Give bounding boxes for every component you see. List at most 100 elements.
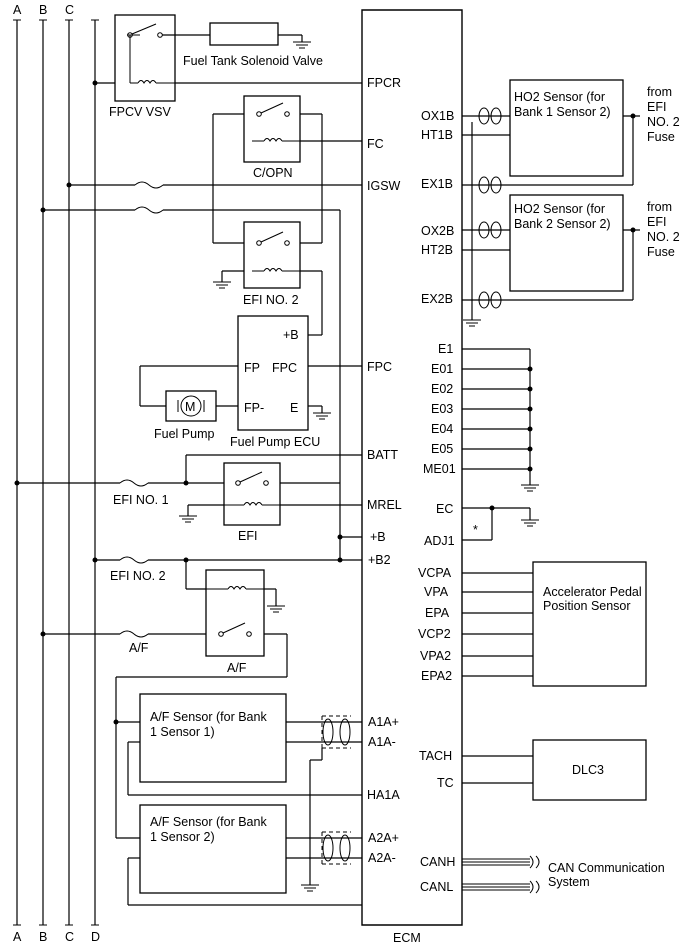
pin-canh: CANH [420,855,455,869]
pin-a2a-pos: A2A+ [368,831,399,845]
fp-ecu-pin-fp-neg: FP- [244,401,264,415]
fp-ecu-pin-e: E [290,401,298,415]
accel-sensor-label-line2: Position Sensor [543,599,631,613]
pin-epa: EPA [425,606,450,620]
motor-icon [180,395,202,417]
can-bus-wires [462,855,540,894]
pin-ox2b: OX2B [421,224,454,238]
pin-ec: EC [436,502,453,516]
ground-icon [293,41,311,49]
pin-ha1a: HA1A [367,788,400,802]
efi-relay [223,462,281,526]
fuse-icon [119,630,149,638]
pin-e1: E1 [438,342,453,356]
pin-fpcr: FPCR [367,76,401,90]
pin-epa2: EPA2 [421,669,452,683]
af-relay-label: A/F [227,661,247,675]
fuel-tank-valve-label: Fuel Tank Solenoid Valve [183,54,323,68]
ho2-sensor1-box [509,79,624,177]
fuel-pump-ecu-label: Fuel Pump ECU [230,435,320,449]
af-sensor2-label-line2: 1 Sensor 2) [150,830,215,844]
pin-vpa: VPA [424,585,449,599]
shield-twisted-pair-2 [321,831,351,865]
pin-e02: E02 [431,382,453,396]
from-efi-fuse-2-line2: EFI [647,215,666,229]
can-system-label-line1: CAN Communication [548,861,665,875]
pin-tc: TC [437,776,454,790]
af-sensor2-label-line1: A/F Sensor (for Bank [150,815,267,829]
fpcv-vsv-relay [114,14,176,102]
pin-e03: E03 [431,402,453,416]
ground-icon [301,884,319,892]
pin-tach: TACH [419,749,452,763]
fuse-icon [119,479,149,487]
fp-ecu-pin-fp: FP [244,361,260,375]
pin-igsw: IGSW [367,179,401,193]
ground-icon [521,519,539,527]
ho2-sensor2-label-line1: HO2 Sensor (for [514,202,605,216]
ground-icon [267,605,285,613]
bus-label-d-bottom: D [91,930,100,944]
pin-mrel: MREL [367,498,402,512]
accel-sensor-box [532,561,647,687]
shield-twisted-pair-3 [478,107,502,194]
ecm-label: ECM [393,931,421,945]
shield-twisted-pair-4 [478,221,502,309]
fuel-pump-label: Fuel Pump [154,427,214,441]
bus-label-b-bottom: B [39,930,47,944]
from-efi-fuse-1-line3: NO. 2 [647,115,680,129]
pin-me01: ME01 [423,462,456,476]
af-sensor2-box [139,804,287,894]
ground-icon [313,412,331,420]
efi-no2-fuse-label: EFI NO. 2 [110,569,166,583]
bus-lines [13,19,99,926]
pin-ht1b: HT1B [421,128,453,142]
pin-a1a-neg: A1A- [368,735,396,749]
pin-fpc: FPC [367,360,392,374]
fp-ecu-pin-b: +B [283,328,299,342]
ho2-sensor1-label-line2: Bank 1 Sensor 2) [514,105,611,119]
pin-ex2b: EX2B [421,292,453,306]
efi-no1-fuse-label: EFI NO. 1 [113,493,169,507]
fuse-icon [134,181,164,189]
pin-fc: FC [367,137,384,151]
ho2-sensor2-box [509,194,624,292]
pin-e04: E04 [431,422,453,436]
bus-label-c-top: C [65,3,74,17]
from-efi-fuse-1-line4: Fuse [647,130,675,144]
can-system-label-line2: System [548,875,590,889]
ground-icon [463,319,481,327]
pin-e01: E01 [431,362,453,376]
dlc3-label: DLC3 [572,763,604,777]
efi-relay-label: EFI [238,529,257,543]
pin-batt: BATT [367,448,398,462]
ecm-box [361,9,463,926]
motor-symbol: M [185,400,195,414]
bus-label-b-top: B [39,3,47,17]
copn-label: C/OPN [253,166,293,180]
af-sensor1-label-line2: 1 Sensor 1) [150,725,215,739]
ground-icon [179,515,197,523]
bus-label-a-bottom: A [13,930,22,944]
ground-icon [213,281,231,289]
af-relay [205,569,265,657]
fuse-icon [119,556,149,564]
pin-vcpa: VCPA [418,566,452,580]
pin-canl: CANL [420,880,453,894]
efi-no2-relay [243,221,301,289]
fuel-pump-ecu-box [237,315,309,431]
pin-b: +B [370,530,386,544]
dlc3-box [532,739,647,801]
pin-a2a-neg: A2A- [368,851,396,865]
pin-vcp2: VCP2 [418,627,451,641]
pin-ex1b: EX1B [421,177,453,191]
fuse-icon [134,206,164,214]
bus-label-a-top: A [13,3,22,17]
pin-b2: +B2 [368,553,391,567]
copn-relay [243,95,301,163]
fp-ecu-pin-fpc: FPC [272,361,297,375]
af-sensor1-box [139,693,287,783]
asterisk-note: * [473,523,478,537]
bus-label-c-bottom: C [65,930,74,944]
